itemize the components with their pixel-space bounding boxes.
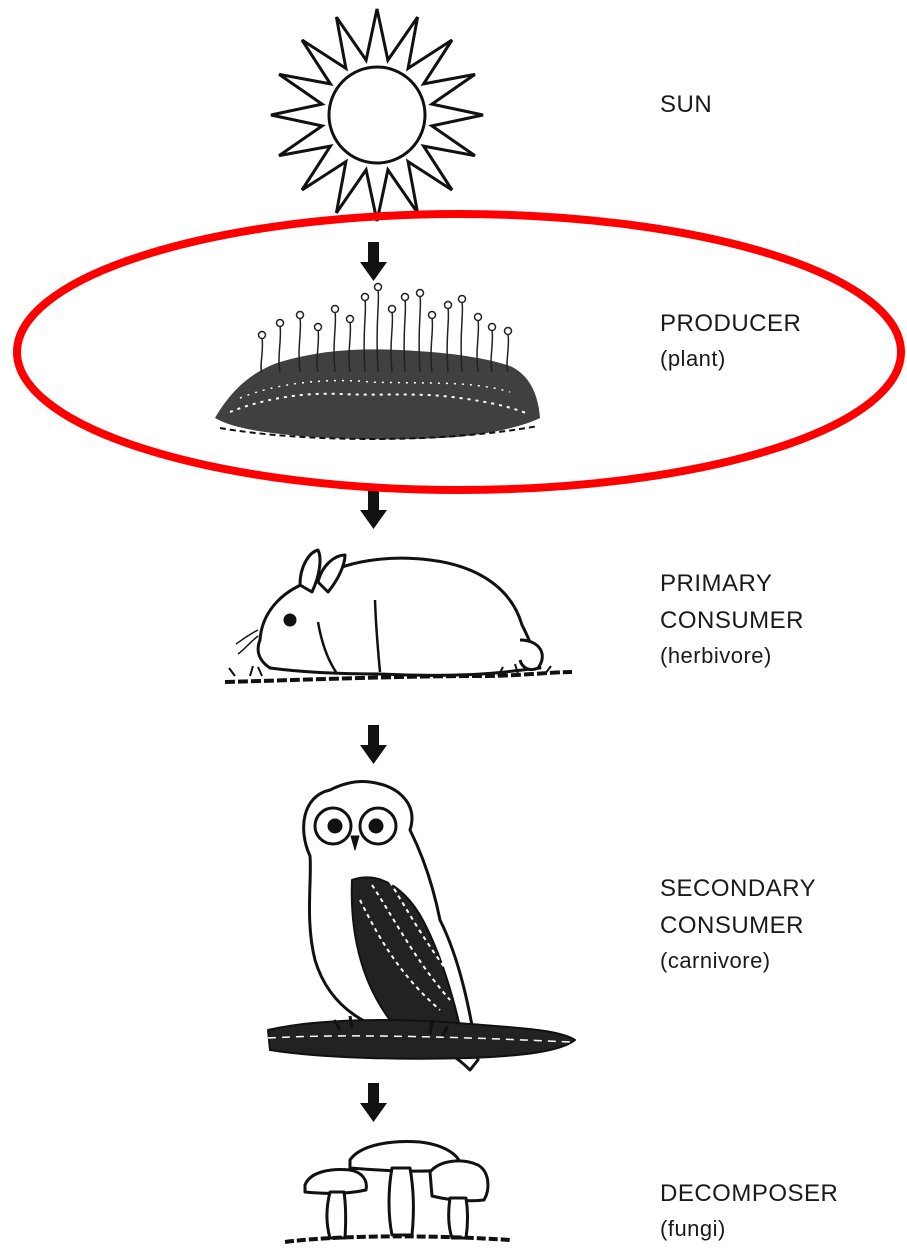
arrow-producer-to-primary-icon <box>360 490 387 529</box>
decomposer-label: DECOMPOSER (fungi) <box>660 1175 838 1246</box>
sun-label-name: SUN <box>660 86 712 123</box>
producer-label-name: PRODUCER <box>660 305 801 342</box>
mushroom-icon <box>285 1142 510 1242</box>
secondary-consumer-label-sub: (carnivore) <box>660 944 816 978</box>
decomposer-label-sub: (fungi) <box>660 1212 838 1246</box>
arrow-primary-to-secondary-icon <box>360 725 387 764</box>
primary-consumer-label: PRIMARY CONSUMER (herbivore) <box>660 565 804 673</box>
primary-consumer-label-line2: CONSUMER <box>660 602 804 639</box>
sun-icon <box>271 9 483 221</box>
secondary-consumer-label-line1: SECONDARY <box>660 870 816 907</box>
arrow-secondary-to-decomposer-icon <box>360 1083 387 1122</box>
producer-label: PRODUCER (plant) <box>660 305 801 376</box>
sun-label: SUN <box>660 86 712 123</box>
rabbit-icon <box>225 550 572 682</box>
primary-consumer-label-line1: PRIMARY <box>660 565 804 602</box>
secondary-consumer-label: SECONDARY CONSUMER (carnivore) <box>660 870 816 978</box>
primary-consumer-label-sub: (herbivore) <box>660 639 804 673</box>
decomposer-label-name: DECOMPOSER <box>660 1175 838 1212</box>
owl-icon <box>268 781 575 1070</box>
secondary-consumer-label-line2: CONSUMER <box>660 907 816 944</box>
producer-label-sub: (plant) <box>660 342 801 376</box>
plant-icon <box>215 284 540 440</box>
arrow-sun-to-producer-icon <box>360 242 387 281</box>
